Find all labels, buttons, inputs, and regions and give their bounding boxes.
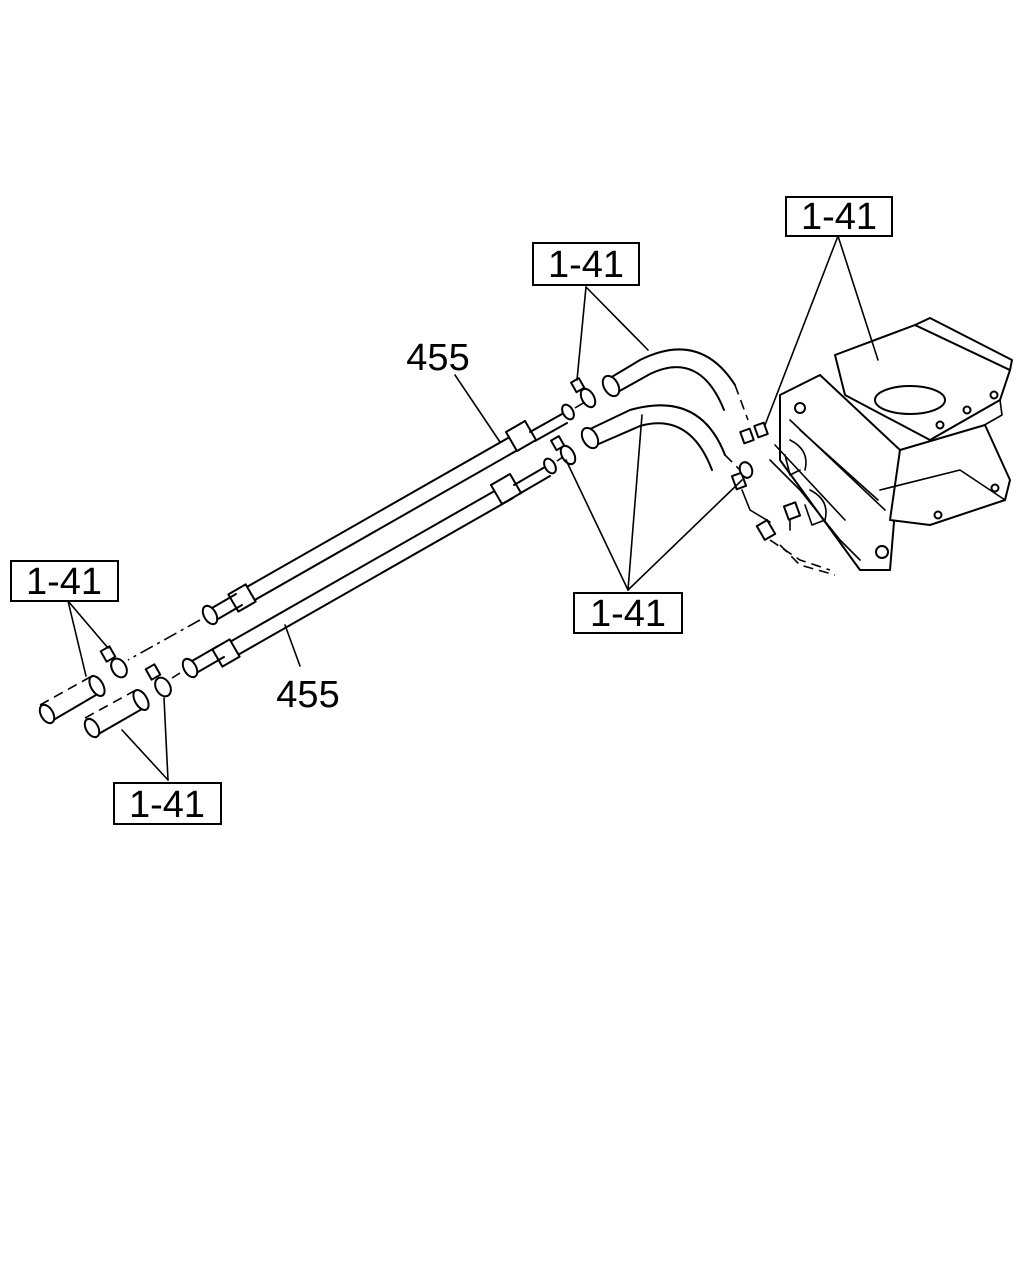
- callout-text: 1-41: [26, 561, 102, 603]
- callout-ref-left-upper: 1-41: [10, 560, 119, 603]
- callout-text: 1-41: [129, 784, 205, 826]
- heater-unit: [769, 317, 1013, 576]
- callout-ref-bottom-middle: 1-41: [573, 592, 683, 635]
- left-hose-clamps: [99, 645, 172, 698]
- bent-hoses: [580, 348, 749, 471]
- callout-text: 1-41: [801, 196, 877, 238]
- part-number-upper-hose: 455: [406, 337, 469, 379]
- callout-ref-top-right: 1-41: [785, 196, 893, 238]
- callout-ref-left-lower: 1-41: [113, 782, 222, 826]
- upper-hose-assembly: [201, 403, 575, 626]
- left-pipe-stubs: [38, 675, 150, 739]
- callout-text: 1-41: [590, 593, 666, 635]
- leader-lines: [67, 235, 879, 781]
- lower-hose-assembly: [181, 457, 557, 679]
- callout-ref-top-middle: 1-41: [532, 242, 640, 286]
- middle-hose-clamps: [550, 377, 597, 466]
- heater-side-clamps: [730, 421, 831, 571]
- part-number-lower-hose: 455: [276, 674, 339, 716]
- callout-text: 1-41: [548, 244, 624, 286]
